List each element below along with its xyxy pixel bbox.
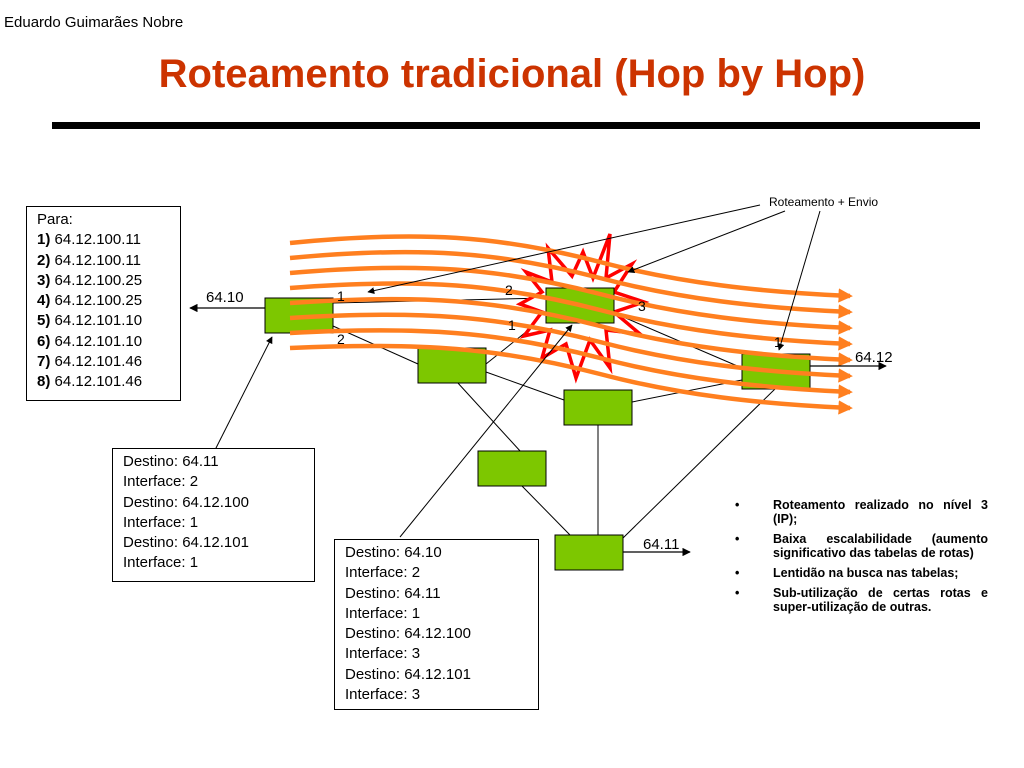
author-name: Eduardo Guimarães Nobre [4,14,184,31]
routing-table-center: Destino: 64.10 Interface: 2 Destino: 64.… [334,539,539,710]
router-r6 [477,450,547,487]
packet-entry: 2) 64.12.100.11 [37,251,141,269]
packet-flows [289,234,853,415]
packet-destination-box: Para: 1) 64.12.100.11 2) 64.12.100.11 3)… [26,206,181,401]
packet-entry: 4) 64.12.100.25 [37,292,143,310]
interface-number: 1 [337,288,345,304]
link-r2-r6 [456,381,522,453]
packet-flow [289,312,853,383]
slide-title: Roteamento tradicional (Hop by Hop) [158,52,866,96]
port-label-right: 64.12 [855,349,893,366]
routers [264,287,811,571]
table-line: Interface: 3 [345,645,421,663]
exit-arrows [189,303,887,557]
table-line: Interface: 2 [123,473,199,491]
interface-number: 2 [337,331,345,347]
table-line: Destino: 64.12.100 [345,625,471,643]
link-r2-r3 [485,371,565,401]
packet-entry: 7) 64.12.101.46 [37,353,143,371]
callout-label: Roteamento + Envio [769,195,878,209]
packet-entry: 6) 64.12.101.10 [37,332,143,350]
interface-number: 3 [638,298,646,314]
table-line: Interface: 1 [123,513,199,531]
packet-flow [289,296,853,367]
drawbacks-list: Roteamento realizado no nível 3 (IP); Ba… [735,498,988,620]
pointer-routing-r5 [777,210,821,351]
table-line: Interface: 2 [345,564,421,582]
link-r4-r5 [613,312,743,369]
packet-flow [289,265,853,335]
bullet-item: Lentidão na busca nas tabelas; [735,566,988,580]
table-line: Destino: 64.11 [345,584,441,602]
bullet-item: Baixa escalabilidade (aumento significat… [735,532,988,560]
packet-flow [289,281,853,351]
table-line: Destino: 64.12.101 [345,665,471,683]
packet-box-header: Para: [37,211,73,228]
link-r6-r7 [520,484,571,536]
router-r3 [563,389,633,426]
router-r2 [417,347,487,384]
title-underline [52,122,980,129]
packet-flow [289,343,853,415]
table-line: Destino: 64.10 [345,544,442,561]
table-line: Interface: 1 [123,554,199,572]
bullet-item: Roteamento realizado no nível 3 (IP); [735,498,988,526]
link-r5-r7 [622,387,777,539]
port-label-bottom: 64.11 [643,536,679,553]
packet-flow [289,249,853,319]
interface-number: 2 [505,282,513,298]
packet-entry: 5) 64.12.101.10 [37,312,143,330]
pointer-routing-r4 [627,210,786,273]
packet-entry: 8) 64.12.101.46 [37,373,143,391]
table-line: Interface: 3 [345,686,421,704]
bullet-item: Sub-utilização de certas rotas e super-u… [735,586,988,614]
packet-flow [289,234,853,303]
pointer-table-left [214,336,273,451]
table-line: Destino: 64.12.100 [123,493,249,511]
packet-entry: 3) 64.12.100.25 [37,271,143,289]
routing-table-left: Destino: 64.11 Interface: 2 Destino: 64.… [112,448,315,582]
table-line: Interface: 1 [345,604,421,622]
interface-number: 1 [508,317,516,333]
table-line: Destino: 64.12.101 [123,534,249,552]
port-label-left: 64.10 [206,289,244,306]
pointer-table-center [399,324,573,538]
packet-flow [289,328,853,399]
callout-pointers [214,204,821,538]
packet-entry: 1) 64.12.100.11 [37,231,141,249]
interface-number: 1 [774,334,782,350]
table-line: Destino: 64.11 [123,453,219,470]
router-r7 [554,534,624,571]
pointer-routing-r1 [367,204,761,295]
